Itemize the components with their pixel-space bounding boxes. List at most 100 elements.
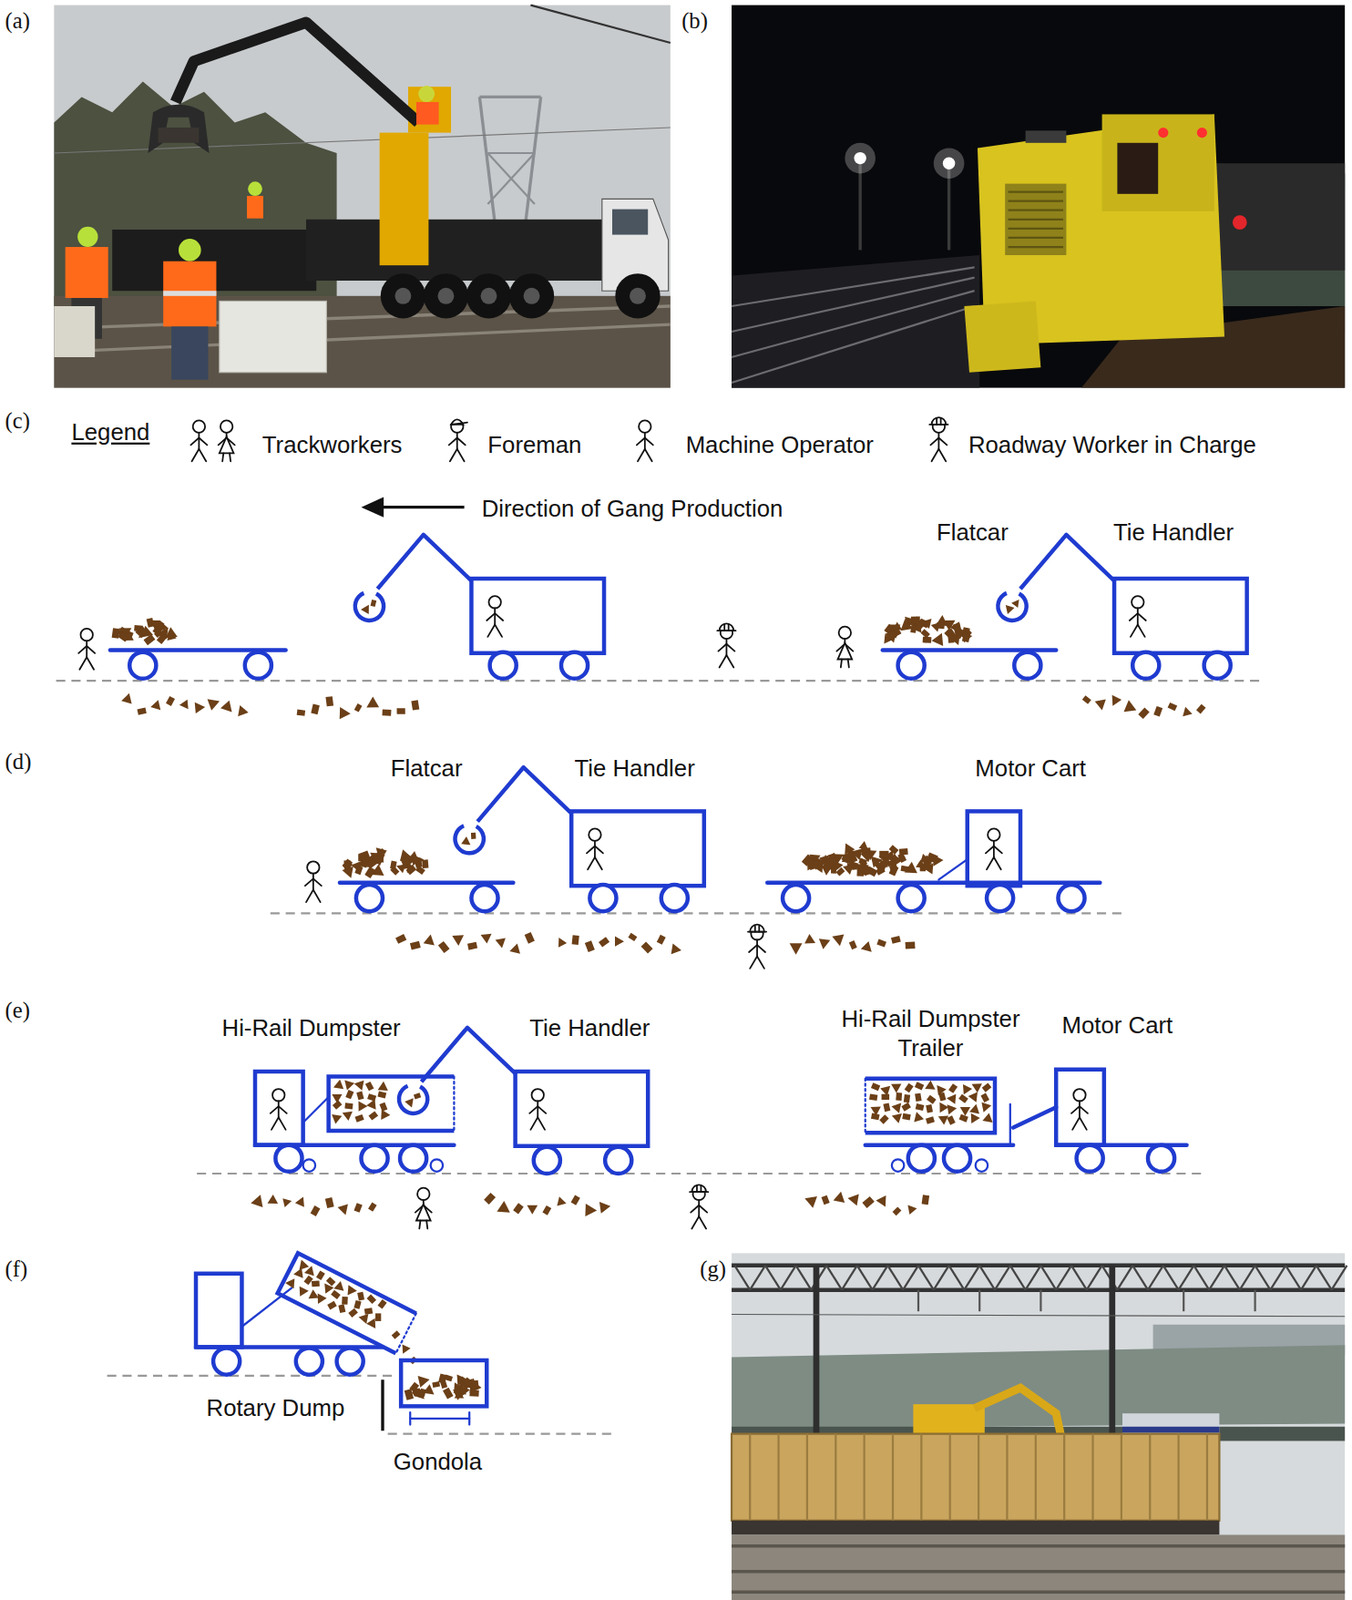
tie-piece [875,1195,891,1209]
gondola-rib [920,1433,922,1521]
tie-piece [526,1200,541,1215]
arrow-head [360,496,384,517]
grabber [452,823,486,855]
tie-piece [914,1081,924,1090]
tie-piece [946,1115,955,1125]
flatcar [880,614,1056,678]
tie-piece [831,934,846,948]
wheel-hub [481,287,498,305]
tie-piece [149,699,161,712]
panel-letter: (a) [5,6,31,35]
hat-stripe [757,925,760,933]
bin-outline [277,1252,417,1353]
tie-piece [438,1372,447,1383]
tie-piece [958,1094,969,1104]
truss-diagonal [1300,1265,1317,1291]
tie-piece [375,1312,381,1322]
panel-letter: (c) [5,406,31,435]
lamp [853,152,866,164]
legend-symbol [449,419,468,461]
tie-piece [391,1330,401,1339]
tie-piece [355,1114,365,1123]
tie-piece [378,1102,388,1112]
insulator [1182,1290,1185,1312]
cap-brim [450,422,468,425]
wheel [908,1145,935,1172]
tie-piece [365,1081,375,1091]
tie-handler [452,767,705,912]
tie-piece [879,1114,889,1124]
tie-piece [152,626,162,636]
tie-piece [358,1100,368,1111]
tie-piece [220,700,236,717]
tie-piece [859,840,871,853]
truss-diagonal [1270,1265,1286,1291]
photo-panels [53,5,1347,1600]
tie-piece [915,1103,925,1111]
legend-symbol [190,419,235,461]
tie-piece [292,1268,303,1280]
tie-piece [138,625,148,636]
wheel [471,884,498,912]
tie-piece [296,1258,309,1271]
tie-piece [421,859,429,869]
person-figure [929,417,948,461]
photo-night-machine [731,5,1345,389]
tie-piece [341,1296,349,1305]
rail [731,1544,1345,1547]
tie-piece [879,850,889,858]
hat-stripe [940,418,943,425]
tie-piece [305,1289,318,1303]
tie-piece [330,1290,341,1300]
vehicle-label: Motor Cart [974,753,1086,783]
wheel [275,1145,302,1172]
tie-piece [325,696,334,707]
rotary-cab [195,1273,242,1348]
tie-piece [891,935,902,944]
tie-piece [512,1202,524,1214]
vehicle-label: Motor Cart [1062,1011,1174,1041]
vehicle-label: Tie Handler [1113,518,1234,548]
wheel [245,652,272,679]
trailer-deck [865,1142,1014,1147]
tie-piece [921,1194,931,1205]
tie-piece [313,1293,328,1307]
crane-boom [175,22,420,123]
tie-piece [884,630,901,646]
tie-piece [407,865,413,873]
person-figure [270,1088,287,1130]
legs [192,449,207,461]
vehicle-label: Hi-Rail Dumpster [222,1014,401,1044]
contact-wire [731,1314,1345,1317]
overpass [731,1344,1345,1429]
tie-piece [378,1299,388,1310]
legend-text: Trackworkers [262,430,403,460]
tie-piece [801,854,814,867]
truss-diagonal [857,1265,873,1291]
tie-piece [584,940,595,953]
tilted-bin [277,1252,417,1353]
worker-helmet [77,226,98,247]
sky [53,5,670,389]
tie-piece [344,1102,353,1109]
panel-d-schematic [270,767,1128,969]
overhead-wire [530,5,670,43]
worker-legs [171,326,208,379]
tie-handler-cab [1114,578,1248,654]
wheel [1147,1145,1175,1172]
tie-piece [121,691,134,704]
truss-diagonal [872,1265,889,1291]
tie-piece [584,1203,597,1218]
locomotive-stripe [1122,1426,1219,1434]
tie-piece [442,1387,454,1400]
truss-diagonal [902,1265,919,1291]
tie-piece [406,864,418,875]
tie-piece [327,1300,338,1311]
legs [450,449,465,461]
tie-piece [362,859,374,868]
head [839,626,851,639]
tie-piece [370,599,378,607]
tie-piece [789,942,803,954]
rotary-dump [195,1252,417,1374]
